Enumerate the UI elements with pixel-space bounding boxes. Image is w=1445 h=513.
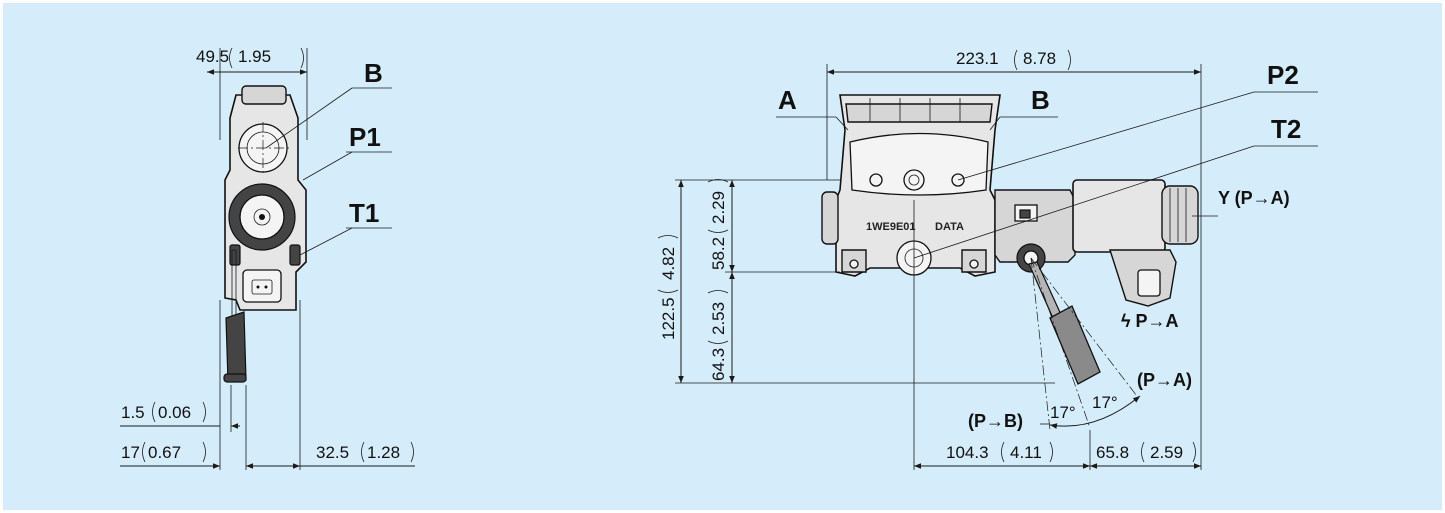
dim-side-left: 17 (121, 443, 140, 462)
dim-side-small: 1.5 (121, 403, 145, 422)
side-view: 49.5 1.95 B P1 T1 (120, 47, 415, 470)
dim-side-left-in: 0.67 (148, 443, 181, 462)
dim-bottom-right: 65.8 (1096, 443, 1129, 462)
dim-side-width: 49.5 (196, 47, 229, 66)
side-label-t1: T1 (349, 198, 379, 228)
dim-front-width-in: 8.78 (1023, 49, 1056, 68)
angle-right: 17° (1092, 393, 1118, 412)
dim-bottom-left-in: 4.11 (1010, 443, 1042, 462)
dim-bottom-right-in: 2.59 (1150, 443, 1183, 462)
dim-height-lower: 64.3 (709, 348, 728, 381)
dim-side-width-in: 1.95 (238, 47, 271, 66)
dim-bottom-left: 104.3 (946, 443, 989, 462)
front-label-b: B (1031, 85, 1050, 115)
label-manual-pb: (P→B) (968, 411, 1023, 431)
side-lever-handle (225, 311, 247, 383)
front-lever-handle (1049, 305, 1101, 385)
front-left-fitting (821, 191, 839, 245)
front-view: 223.1 8.78 1WE9E01 DATA (657, 49, 1318, 470)
dim-side-small-in: 0.06 (158, 403, 191, 422)
front-label-lightning: ϟ P→A (1121, 311, 1179, 331)
dim-height-total: 122.5 (659, 297, 678, 340)
front-marking-model: 1WE9E01 (866, 221, 916, 233)
side-label-b: B (364, 58, 383, 88)
front-label-a: A (778, 85, 797, 115)
side-connector (242, 269, 282, 303)
angle-left: 17° (1050, 403, 1076, 422)
dim-side-right: 32.5 (316, 443, 349, 462)
front-label-y: Y (P→A) (1218, 188, 1290, 208)
label-manual-pa: (P→A) (1137, 370, 1192, 390)
dim-height-lower-in: 2.53 (709, 302, 728, 335)
front-label-t2: T2 (1271, 114, 1301, 144)
front-label-p2: P2 (1267, 60, 1299, 90)
side-top-cap (241, 85, 287, 105)
front-top-ribs (845, 103, 993, 123)
dim-height-upper: 58.2 (709, 237, 728, 270)
dim-height-upper-in: 2.29 (709, 191, 728, 224)
front-port-p2 (903, 169, 925, 191)
front-marking-data: DATA (935, 221, 964, 233)
dim-height-total-in: 4.82 (659, 247, 678, 280)
side-label-p1: P1 (349, 122, 381, 152)
dim-side-right-in: 1.28 (367, 443, 400, 462)
front-solenoid-nut (1161, 185, 1199, 245)
dim-front-width: 223.1 (956, 49, 999, 68)
